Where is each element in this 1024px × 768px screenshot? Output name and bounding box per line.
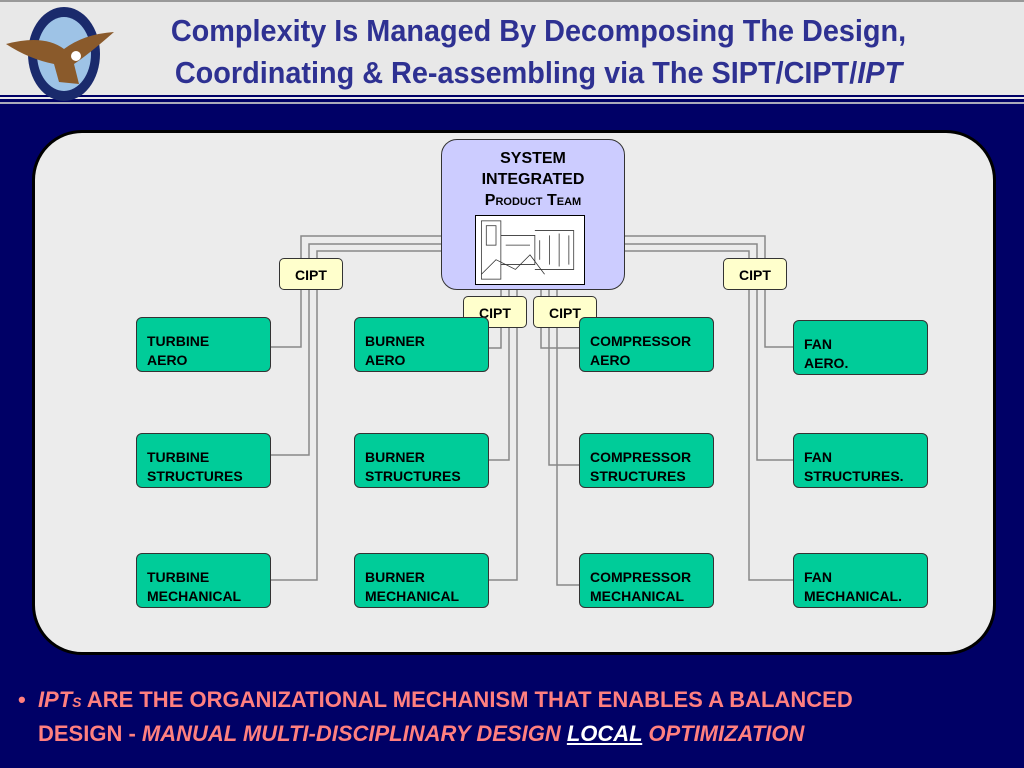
team-label-l2: AERO bbox=[590, 352, 631, 368]
bullet-line-1: ARE THE ORGANIZATIONAL MECHANISM THAT EN… bbox=[81, 687, 853, 712]
sipt-line-2: INTEGRATED bbox=[481, 171, 585, 188]
connector bbox=[556, 290, 579, 586]
connector bbox=[625, 235, 793, 348]
team-fan-mechanical: FAN MECHANICAL. bbox=[793, 553, 928, 608]
ipt-sub: S bbox=[72, 694, 82, 710]
team-compressor-mechanical: COMPRESSOR MECHANICAL bbox=[579, 553, 714, 608]
slide-title: Complexity Is Managed By Decomposing The… bbox=[120, 10, 957, 94]
title-line-1: Complexity Is Managed By Decomposing The… bbox=[170, 13, 907, 48]
connector bbox=[548, 290, 579, 466]
team-label-l2: AERO bbox=[365, 352, 406, 368]
team-burner-structures: BURNER STRUCTURES bbox=[354, 433, 489, 488]
system-integrated-product-team: SYSTEM INTEGRATED Product Team bbox=[441, 139, 625, 290]
team-label-l2: MECHANICAL bbox=[365, 588, 460, 604]
team-label-l2: MECHANICAL. bbox=[804, 588, 902, 604]
team-label-l1: BURNER bbox=[365, 449, 425, 465]
bullet-italic: MANUAL MULTI-DISCIPLINARY DESIGN bbox=[141, 721, 567, 746]
team-label-l2: STRUCTURES. bbox=[804, 468, 904, 484]
cipt-box-fan: CIPT bbox=[723, 258, 787, 290]
bullet-line-2-start: DESIGN - bbox=[38, 721, 142, 746]
team-turbine-aero: TURBINE AERO bbox=[136, 317, 271, 372]
header-stripes bbox=[0, 95, 1024, 109]
team-label-l1: BURNER bbox=[365, 333, 425, 349]
header-band bbox=[0, 0, 1024, 95]
team-label-l1: COMPRESSOR bbox=[590, 333, 692, 349]
team-label-l1: BURNER bbox=[365, 569, 425, 585]
team-label-l1: TURBINE bbox=[147, 449, 210, 465]
local-emphasis: LOCAL bbox=[566, 721, 643, 746]
team-fan-structures: FAN STRUCTURES. bbox=[793, 433, 928, 488]
bullet-marker: • bbox=[18, 687, 26, 712]
team-compressor-structures: COMPRESSOR STRUCTURES bbox=[579, 433, 714, 488]
bullet-italic-end: OPTIMIZATION bbox=[642, 721, 805, 746]
team-label-l1: TURBINE bbox=[147, 569, 210, 585]
connector bbox=[489, 290, 510, 461]
team-turbine-structures: TURBINE STRUCTURES bbox=[136, 433, 271, 488]
ipt-word: IPTS bbox=[38, 687, 82, 712]
team-label-l2: MECHANICAL bbox=[147, 588, 242, 604]
team-label-l2: STRUCTURES bbox=[147, 468, 243, 484]
team-label-l1: FAN bbox=[804, 569, 832, 585]
connector bbox=[271, 235, 441, 348]
team-turbine-mechanical: TURBINE MECHANICAL bbox=[136, 553, 271, 608]
title-line-2: Coordinating & Re-assembling via The SIP… bbox=[120, 52, 957, 94]
bullet-text: • IPTS ARE THE ORGANIZATIONAL MECHANISM … bbox=[18, 684, 1018, 750]
team-compressor-aero: COMPRESSOR AERO bbox=[579, 317, 714, 372]
team-label-l1: TURBINE bbox=[147, 333, 210, 349]
title-ipt: IPT bbox=[857, 55, 903, 90]
connector bbox=[625, 250, 793, 581]
team-label-l2: AERO. bbox=[804, 355, 849, 371]
engine-drawing-image bbox=[475, 215, 585, 285]
team-burner-aero: BURNER AERO bbox=[354, 317, 489, 372]
team-label-l1: COMPRESSOR bbox=[590, 449, 692, 465]
team-label-l2: STRUCTURES bbox=[365, 468, 461, 484]
connector bbox=[271, 250, 441, 581]
ipt-text: IPT bbox=[37, 687, 73, 712]
team-burner-mechanical: BURNER MECHANICAL bbox=[354, 553, 489, 608]
title-line-2-text: Coordinating & Re-assembling via The SIP… bbox=[174, 55, 858, 90]
sipt-line-1: SYSTEM bbox=[500, 150, 566, 167]
cipt-box-turbine: CIPT bbox=[279, 258, 343, 290]
pratt-whitney-logo bbox=[6, 7, 114, 101]
team-label-l1: FAN bbox=[804, 336, 832, 352]
sipt-line-3: Product Team bbox=[484, 192, 582, 209]
team-label-l2: AERO bbox=[147, 352, 188, 368]
connector bbox=[271, 243, 441, 456]
team-label-l1: COMPRESSOR bbox=[590, 569, 692, 585]
connector bbox=[625, 243, 793, 461]
team-label-l2: MECHANICAL bbox=[590, 588, 685, 604]
team-fan-aero: FAN AERO. bbox=[793, 320, 928, 375]
team-label-l2: STRUCTURES bbox=[590, 468, 686, 484]
team-label-l1: FAN bbox=[804, 449, 832, 465]
connector bbox=[489, 290, 518, 581]
